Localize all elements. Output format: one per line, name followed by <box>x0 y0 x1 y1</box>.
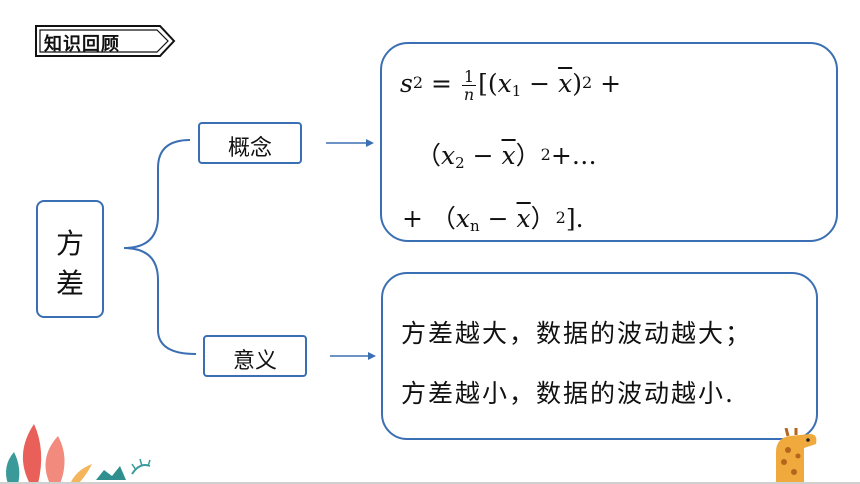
root-label-1: 方 <box>55 227 84 260</box>
node-concept: 概念 <box>198 122 302 164</box>
tag-outline <box>35 25 176 57</box>
meaning-line-1: 方差越大，数据的波动越大； <box>401 319 753 348</box>
plant-decoration-icon <box>6 424 151 484</box>
branch-upper-line <box>123 139 191 249</box>
branch-lower-line <box>123 247 197 355</box>
meaning-box: 方差越大，数据的波动越大； 方差越小，数据的波动越小. <box>381 272 818 440</box>
formula-line-3: + （xn − x）2]. <box>402 204 584 235</box>
root-label-2: 差 <box>55 267 84 300</box>
root-node-variance: 方 差 <box>36 200 104 318</box>
section-tag: 知识回顾 <box>34 24 176 58</box>
section-title: 知识回顾 <box>44 34 120 55</box>
bottom-divider <box>0 482 860 484</box>
node-meaning-label: 意义 <box>232 349 277 374</box>
arrow-meaning-head <box>368 352 376 360</box>
formula-line-2: （x2 − x）2+… <box>416 141 597 172</box>
node-meaning: 意义 <box>203 335 307 377</box>
meaning-line-2: 方差越小，数据的波动越小. <box>401 379 735 408</box>
node-concept-label: 概念 <box>227 136 272 161</box>
arrow-concept-head <box>366 139 374 147</box>
giraffe-decoration-icon <box>776 428 817 484</box>
